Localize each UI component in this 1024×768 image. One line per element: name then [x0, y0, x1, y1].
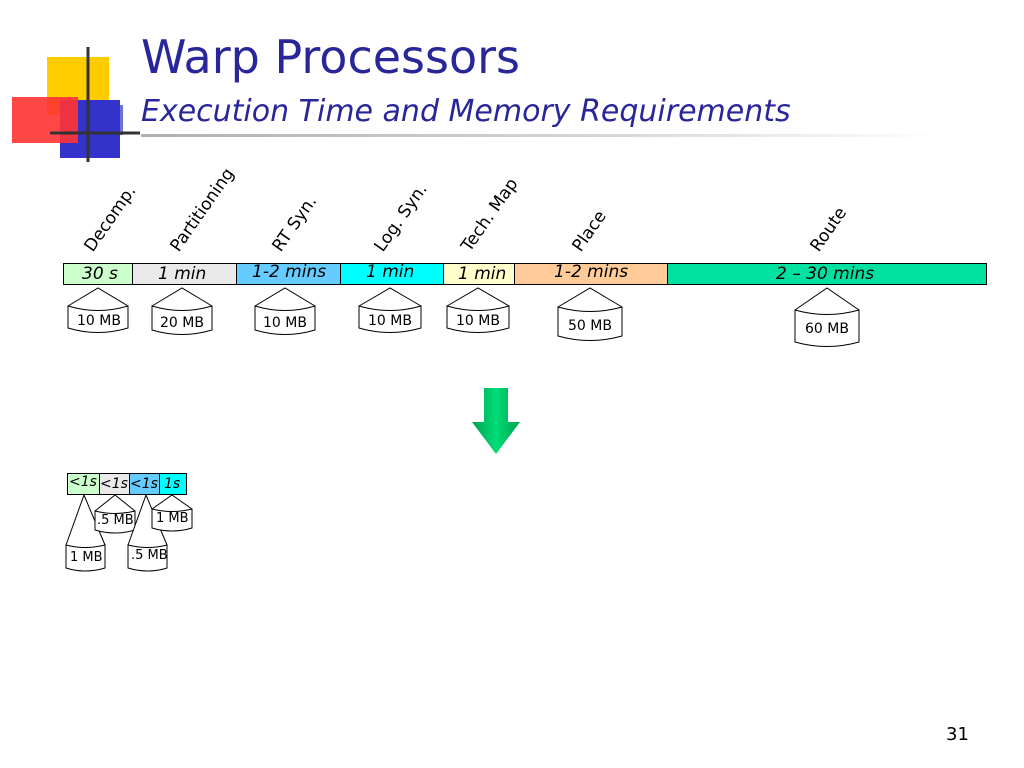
- memory-cylinders: [67, 287, 860, 347]
- down-arrow-icon: [472, 388, 520, 454]
- warp-time-bar-3: <1s: [129, 473, 160, 495]
- time-decomp: 30 s: [82, 264, 118, 284]
- time-bar-partitioning: 1 min: [132, 263, 237, 285]
- step-label-tech-map: Tech. Map: [457, 174, 523, 256]
- memory-partitioning: 20 MB: [160, 315, 204, 331]
- memory-decomp: 10 MB: [77, 313, 121, 329]
- time-tech-map: 1 min: [458, 264, 507, 284]
- memory-log-syn: 10 MB: [368, 313, 412, 329]
- step-label-log-syn: Log. Syn.: [370, 180, 432, 256]
- slide-logo-decoration: [12, 47, 140, 162]
- memory-place: 50 MB: [568, 318, 612, 334]
- step-label-place: Place: [568, 207, 611, 256]
- warp-memory-cylinders: [65, 493, 193, 572]
- time-bar-log-syn: 1 min: [340, 263, 444, 285]
- warp-time-bar-2: <1s: [99, 473, 130, 495]
- warp-memory-2: 1 MB: [156, 511, 189, 526]
- memory-tech-map: 10 MB: [456, 313, 500, 329]
- time-log-syn: 1 min: [366, 263, 415, 282]
- title-underline: [141, 134, 941, 137]
- time-bar-route: 2 – 30 mins: [667, 263, 987, 285]
- memory-route: 60 MB: [805, 321, 849, 337]
- warp-memory-4: .5 MB: [131, 548, 168, 563]
- time-bar-rt-syn: 1-2 mins: [236, 263, 341, 285]
- step-label-decomp: Decomp.: [80, 181, 141, 256]
- warp-time-bar-4: 1s: [159, 473, 187, 495]
- warp-time-2: <1s: [100, 476, 128, 492]
- time-route: 2 – 30 mins: [776, 264, 875, 284]
- memory-rt-syn: 10 MB: [263, 315, 307, 331]
- slide-title: Warp Processors: [141, 30, 520, 84]
- warp-time-3: <1s: [130, 476, 158, 492]
- time-partitioning: 1 min: [158, 264, 207, 284]
- time-place: 1-2 mins: [554, 263, 629, 282]
- page-number: 31: [946, 724, 969, 745]
- slide-subtitle: Execution Time and Memory Requirements: [141, 94, 791, 129]
- step-label-route: Route: [806, 203, 852, 256]
- warp-time-4: 1s: [164, 476, 181, 492]
- step-label-partitioning: Partitioning: [166, 164, 239, 256]
- warp-time-bar-1: <1s: [67, 473, 100, 495]
- time-rt-syn: 1-2 mins: [252, 263, 327, 282]
- warp-time-1: <1s: [69, 474, 97, 490]
- warp-memory-1: .5 MB: [97, 513, 134, 528]
- warp-memory-3: 1 MB: [70, 550, 103, 565]
- step-label-rt-syn: RT Syn.: [268, 192, 322, 256]
- time-bar-place: 1-2 mins: [514, 263, 668, 285]
